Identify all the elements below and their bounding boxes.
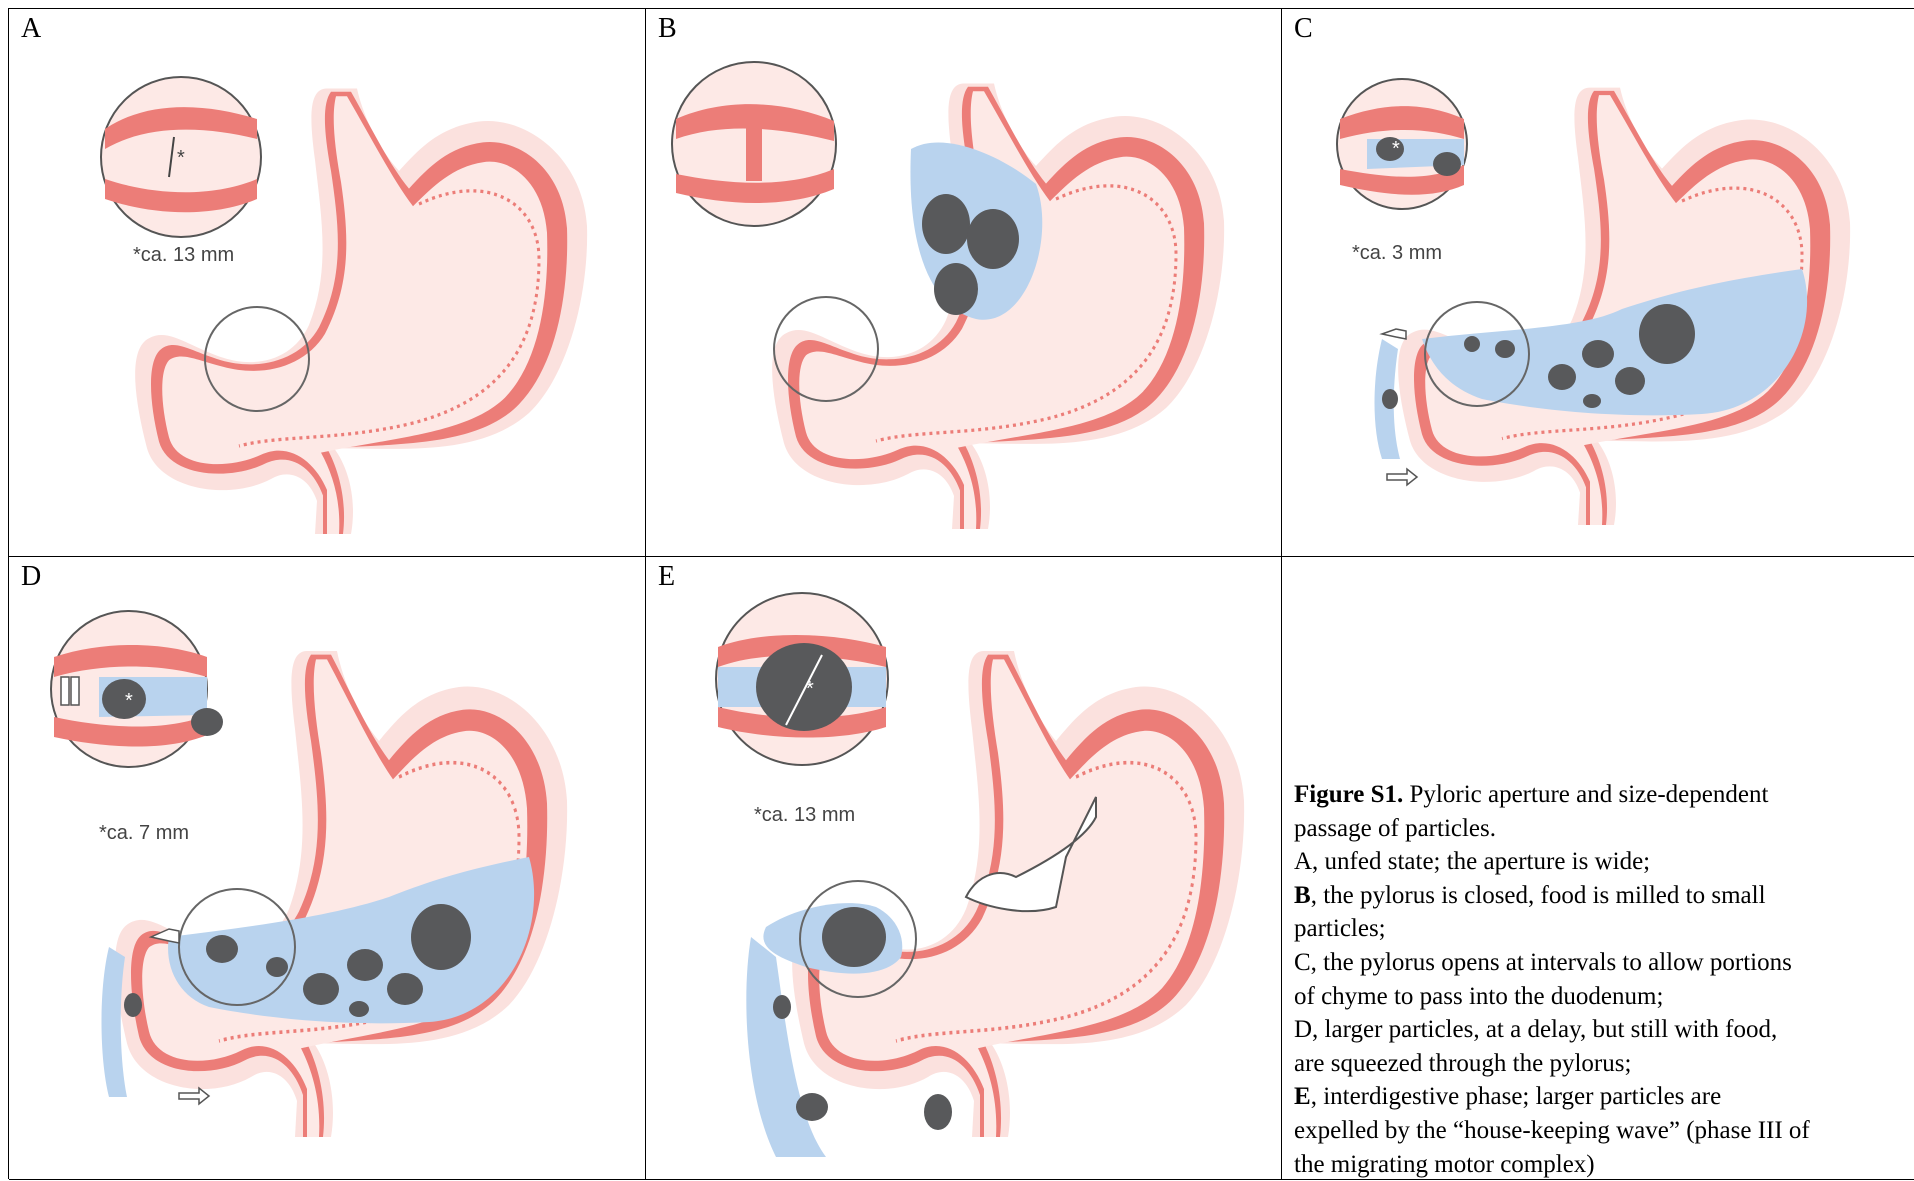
caption-line: passage of particles. (1294, 812, 1894, 846)
panel-label: E (658, 561, 675, 593)
panel-label: B (658, 13, 677, 45)
caption-line: C, the pylorus opens at intervals to all… (1294, 946, 1894, 980)
aperture-note: *ca. 7 mm (99, 822, 189, 844)
zoom-inset (51, 611, 223, 767)
particle (1464, 336, 1480, 352)
inset-star: * (177, 147, 185, 169)
panel-b: B (646, 9, 1282, 557)
particle (266, 957, 288, 977)
stomach-illustration-d: * *ca. 7 mm (9, 557, 646, 1180)
particle (934, 263, 978, 315)
caption-line: A, unfed state; the aperture is wide; (1294, 845, 1894, 879)
caption-title: Figure S1. (1294, 781, 1403, 808)
particle (124, 993, 142, 1017)
particle (1495, 340, 1515, 358)
aperture-note: *ca. 13 mm (754, 804, 855, 826)
particle (349, 1001, 369, 1017)
zoom-inset (672, 62, 836, 226)
aperture-note: *ca. 3 mm (1352, 242, 1442, 264)
caption-line: of chyme to pass into the duodenum; (1294, 980, 1894, 1014)
arrow-icon (1382, 329, 1406, 339)
arrow-icon (1387, 469, 1417, 485)
panel-c: * *ca. 3 mm C (1282, 9, 1914, 557)
figure-caption: Figure S1. Pyloric aperture and size-dep… (1294, 778, 1894, 1181)
particle (1582, 340, 1614, 368)
caption-line: D, larger particles, at a delay, but sti… (1294, 1013, 1894, 1047)
particle (1639, 304, 1695, 364)
panel-e: * *ca. 13 mm E (646, 557, 1282, 1180)
zoom-inset (1337, 79, 1467, 209)
particle (967, 209, 1019, 269)
particle (822, 907, 886, 967)
particle (1548, 364, 1576, 390)
particle (1615, 367, 1645, 395)
stomach-illustration-a: * *ca. 13 mm (9, 9, 646, 557)
zoom-inset (716, 593, 888, 765)
particle (347, 949, 383, 981)
particle (206, 935, 238, 963)
particle (411, 904, 471, 970)
panel-d: * *ca. 7 mm D (9, 557, 646, 1180)
panel-label: C (1294, 13, 1313, 45)
caption-line: the migrating motor complex) (1294, 1148, 1894, 1181)
arrow-icon (179, 1088, 209, 1104)
inset-star: * (1392, 138, 1400, 160)
panel-label: D (21, 561, 41, 593)
particle (922, 194, 970, 254)
particle (796, 1093, 828, 1121)
particle (1382, 389, 1398, 409)
particle (1583, 394, 1601, 408)
stomach-illustration-e: * *ca. 13 mm (646, 557, 1282, 1180)
caption-line: E, interdigestive phase; larger particle… (1294, 1080, 1894, 1114)
caption-line: expelled by the “house-keeping wave” (ph… (1294, 1114, 1894, 1148)
aperture-note: *ca. 13 mm (133, 244, 234, 266)
particle (924, 1094, 952, 1130)
particle (773, 995, 791, 1019)
panel-a: * *ca. 13 mm A (9, 9, 646, 557)
caption-line: particles; (1294, 912, 1894, 946)
caption-line: Figure S1. Pyloric aperture and size-dep… (1294, 778, 1894, 812)
stomach-illustration-b (646, 9, 1282, 557)
panel-label: A (21, 13, 41, 45)
inset-star: * (125, 690, 133, 712)
particle (387, 973, 423, 1005)
inset-star: * (806, 678, 814, 700)
stomach-illustration-c: * *ca. 3 mm (1282, 9, 1914, 557)
caption-line: are squeezed through the pylorus; (1294, 1047, 1894, 1081)
caption-line: B, the pylorus is closed, food is milled… (1294, 879, 1894, 913)
particle (303, 973, 339, 1005)
